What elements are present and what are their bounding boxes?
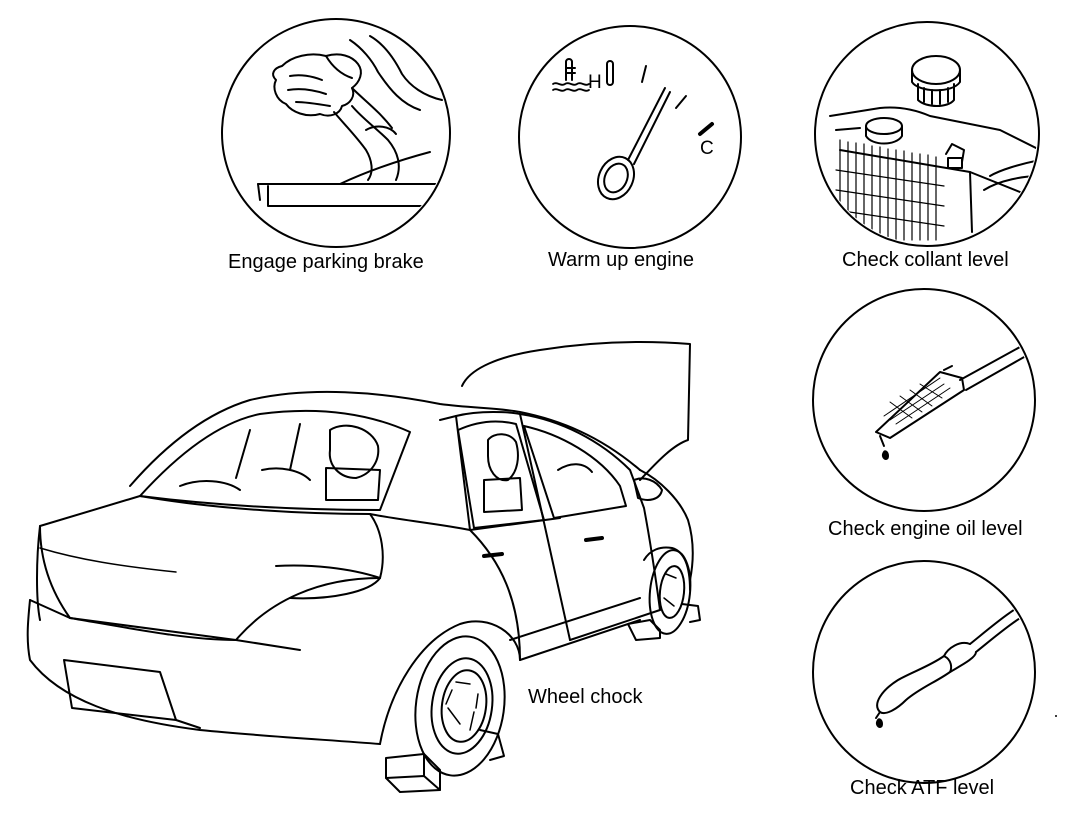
gauge-cold-letter: C [700, 138, 714, 159]
engine-oil-circle [813, 289, 1035, 511]
coolant-circle [815, 22, 1039, 246]
atf-circle [813, 561, 1035, 783]
car-hood [462, 342, 690, 480]
coolant-illustration [815, 22, 1040, 246]
side-mirror [634, 478, 662, 499]
rear-door-window [458, 422, 544, 528]
atf-label: Check ATF level [850, 777, 995, 799]
gauge-needle [628, 88, 665, 160]
engine-oil-label: Check engine oil level [828, 518, 1023, 540]
speck [1055, 715, 1057, 717]
front-door-handle [586, 538, 602, 540]
trunk-lid [37, 496, 140, 620]
warm-up-label: Warm up engine [548, 249, 694, 271]
gauge-tick [642, 66, 646, 82]
rear-wheel-chock [386, 754, 440, 792]
license-plate-recess [64, 660, 176, 720]
rear-wheel [407, 631, 514, 782]
car-illustration [28, 342, 700, 792]
rear-window [140, 411, 410, 510]
car-roof [130, 392, 640, 486]
gauge-needle-hub [591, 151, 640, 205]
engine-oil-illustration [813, 289, 1040, 511]
gauge-tick-cold [700, 124, 712, 134]
warm-up-circle [519, 26, 741, 248]
front-wheel-chock [628, 620, 660, 640]
front-door [520, 414, 660, 610]
parking-brake-illustration [222, 19, 450, 247]
temperature-icon [553, 59, 589, 91]
front-fender [640, 470, 693, 580]
parking-brake-circle [222, 19, 450, 247]
gauge-tick [676, 96, 686, 108]
gauge-hot-letter: H [588, 72, 602, 93]
front-wheel [646, 548, 695, 636]
wheel-chock-label: Wheel chock [528, 686, 643, 708]
front-door-window [524, 426, 626, 518]
rear-quarter [370, 514, 520, 660]
rear-door-handle [484, 554, 502, 556]
warm-up-illustration [519, 26, 741, 248]
rear-wheel-arch [380, 621, 520, 744]
atf-illustration [813, 561, 1040, 783]
coolant-label: Check collant level [842, 249, 1009, 271]
gauge-tick-hot [607, 61, 613, 85]
parking-brake-label: Engage parking brake [228, 251, 424, 273]
